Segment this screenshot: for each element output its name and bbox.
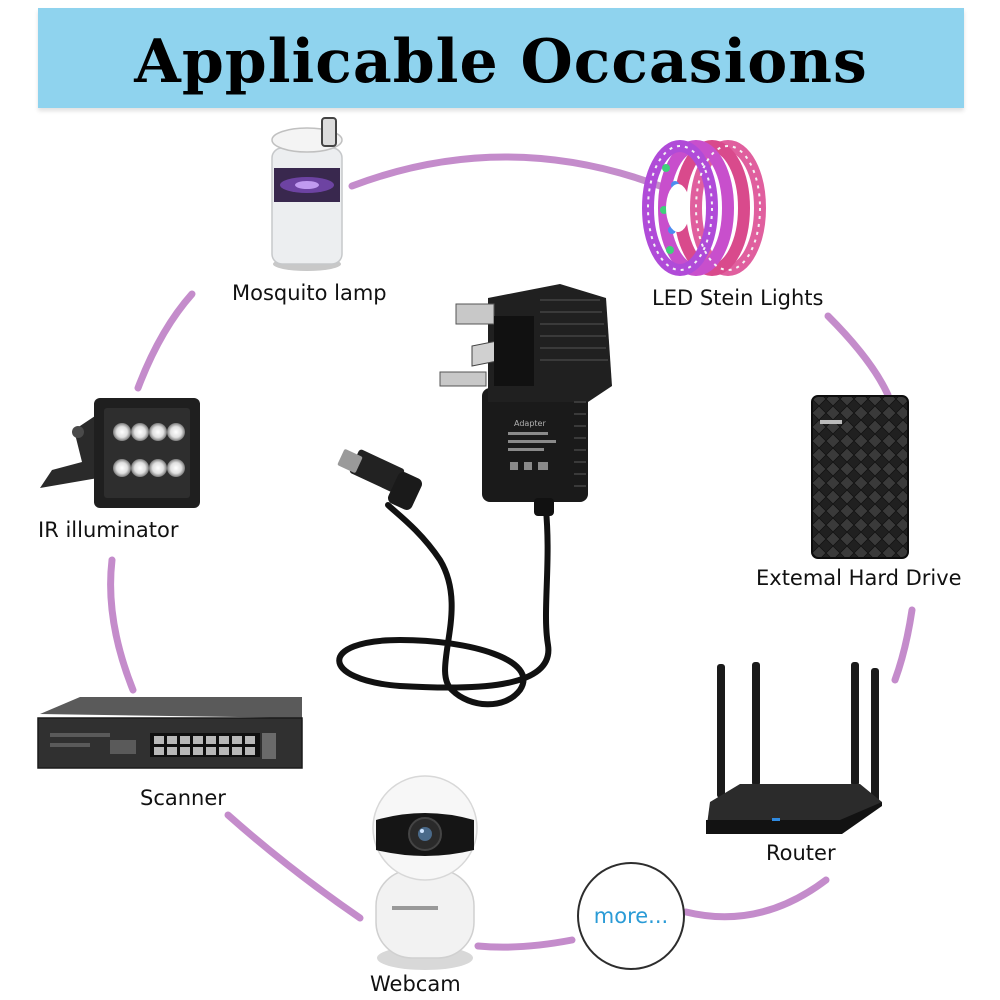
ir-illuminator-icon: [40, 398, 200, 508]
device-label-webcam: Webcam: [370, 972, 461, 996]
webcam-icon: [372, 775, 478, 970]
more-label: more...: [593, 904, 669, 928]
title-banner: Applicable Occasions: [38, 8, 964, 108]
device-label-ir-illuminator: IR illuminator: [38, 518, 179, 542]
device-label-mosquito-lamp: Mosquito lamp: [232, 281, 387, 305]
adapter-label: Adapter: [514, 419, 546, 428]
device-label-led-lights: LED Stein Lights: [652, 286, 824, 310]
network-switch-icon: [37, 697, 303, 769]
device-label-scanner: Scanner: [140, 786, 226, 810]
mosquito-lamp-icon: [271, 117, 343, 271]
connection-ring: [107, 153, 916, 951]
device-label-hard-drive: Extemal Hard Drive: [756, 566, 962, 590]
led-strip-icon: [642, 140, 766, 276]
hard-drive-icon: [811, 395, 909, 559]
page-title: Applicable Occasions: [134, 27, 868, 97]
power-adapter-icon: Adapter: [336, 284, 612, 708]
router-icon: [706, 662, 882, 834]
more-button[interactable]: more...: [577, 862, 685, 970]
device-label-router: Router: [766, 841, 836, 865]
